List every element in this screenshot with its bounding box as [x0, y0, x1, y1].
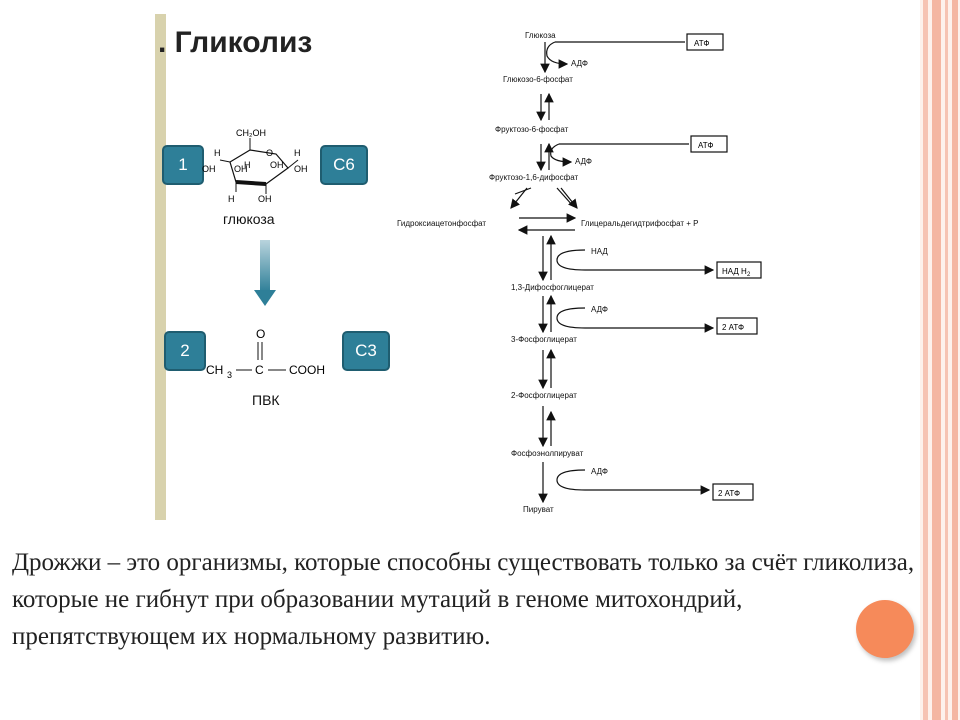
pvk-ch3-subscript: 3	[227, 370, 232, 380]
glucose-h-4: H	[228, 194, 235, 204]
pvk-ch3: CH	[206, 363, 223, 377]
glucose-ch2oh-label: CH₂OH	[236, 128, 266, 138]
glucose-ring-o: O	[266, 148, 273, 158]
svg-text:НАД Н: НАД Н	[722, 267, 747, 276]
atp-box-2: АТФ	[690, 135, 728, 153]
glucose-caption: глюкоза	[223, 211, 275, 227]
glucose-oh-4: OH	[294, 164, 308, 174]
glucose-h-2: H	[294, 148, 301, 158]
label-fructose-1-6-diphosphate: Фруктозо-1,6-дифосфат	[489, 173, 578, 182]
decorative-stripes	[920, 0, 960, 720]
pvk-cooh: COOH	[289, 363, 325, 377]
label-fructose-6-phosphate: Фруктозо-6-фосфат	[495, 125, 569, 134]
label-pyruvate: Пируват	[523, 505, 554, 514]
glucose-structure: CH₂OH O H H H OH OH OH OH H OH	[202, 128, 308, 204]
nadh2-box: НАД Н 2	[716, 261, 762, 279]
label-phosphoenolpyruvate: Фосфоэнолпируват	[511, 449, 584, 458]
glucose-oh-5: OH	[258, 194, 272, 204]
label-1-3-diphosphoglycerate: 1,3-Дифосфоглицерат	[511, 283, 594, 292]
pvk-o: O	[256, 327, 265, 341]
left-tan-bar	[155, 14, 166, 520]
svg-text:АТФ: АТФ	[698, 141, 713, 150]
label-adp-1: АДФ	[571, 59, 588, 68]
tag-step-2: 2	[164, 331, 206, 371]
glucose-h-1: H	[214, 148, 221, 158]
tag-step-1: 1	[162, 145, 204, 185]
label-glucose: Глюкоза	[525, 31, 556, 40]
svg-text:2 АТФ: 2 АТФ	[718, 489, 740, 498]
atp-box-3: 2 АТФ	[716, 317, 758, 335]
glucose-oh-3: OH	[202, 164, 216, 174]
glycolysis-pathway: Глюкоза Глюкозо-6-фосфат Фруктозо-6-фосф…	[397, 31, 762, 514]
pvk-c: C	[255, 363, 264, 377]
glucose-h-3: H	[244, 160, 251, 170]
slide-title: . Гликолиз	[158, 26, 313, 59]
label-glucose-6-phosphate: Глюкозо-6-фосфат	[503, 75, 573, 84]
label-adp-3: АДФ	[591, 305, 608, 314]
pvk-caption: ПВК	[252, 392, 280, 408]
tag-c6: C6	[320, 145, 368, 185]
tag-c3: C3	[342, 331, 390, 371]
label-nad: НАД	[591, 247, 608, 256]
label-2-phosphoglycerate: 2-Фосфоглицерат	[511, 391, 577, 400]
label-glyceraldehyde-phosphate: Глицеральдегидтрифосфат + Р	[581, 219, 698, 228]
glucose-oh-1: OH	[270, 160, 284, 170]
label-adp-4: АДФ	[591, 467, 608, 476]
pvk-structure: O CH 3 C COOH	[206, 327, 325, 380]
label-adp-2: АДФ	[575, 157, 592, 166]
svg-text:АТФ: АТФ	[694, 39, 709, 48]
down-arrow	[254, 240, 276, 306]
svg-text:2: 2	[747, 272, 751, 278]
glucose-oh-2: OH	[234, 164, 248, 174]
atp-box-1: АТФ	[686, 33, 724, 51]
svg-text:2 АТФ: 2 АТФ	[722, 323, 744, 332]
body-paragraph: Дрожжи – это организмы, которые способны…	[12, 549, 915, 650]
label-3-phosphoglycerate: 3-Фосфоглицерат	[511, 335, 577, 344]
label-dihydroxyacetone-phosphate: Гидроксиацетонфосфат	[397, 219, 486, 228]
decorative-orange-circle	[856, 600, 914, 658]
atp-box-4: 2 АТФ	[712, 483, 754, 501]
